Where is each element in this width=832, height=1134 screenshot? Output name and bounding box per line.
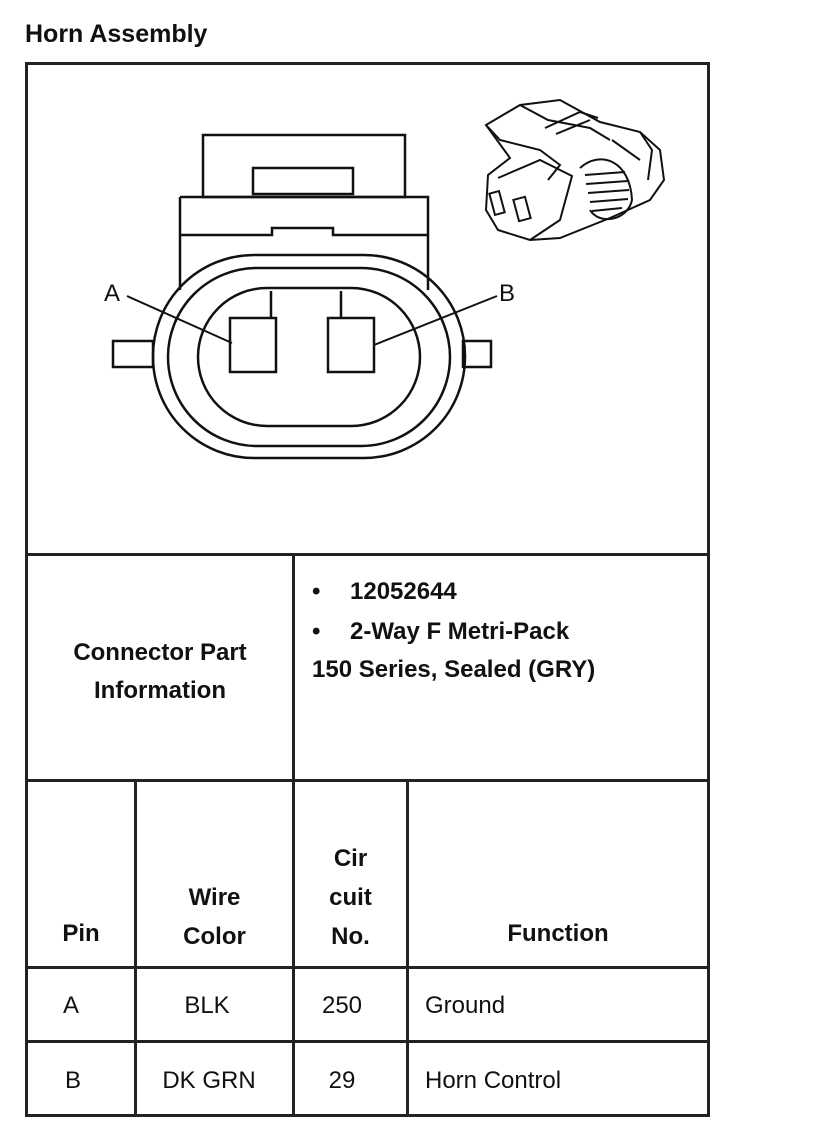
connector-3d-illustration [484,98,666,242]
bullet-icon: • [312,578,321,605]
divider [25,779,710,782]
header-pin: Pin [62,920,100,947]
header-wire-color-line1: Wire [188,884,241,911]
pin-a-label: A [104,280,120,307]
connector-info-label-line2: Information [94,677,226,704]
header-circuit-no: Cir cuit No. [295,839,406,956]
page-title: Horn Assembly [25,20,208,48]
row-b-circuit: 29 [328,1067,356,1094]
row-a-function: Ground [425,992,506,1019]
divider [292,553,295,1117]
row-b-pin: B [64,1067,81,1094]
divider [25,1040,710,1043]
divider [134,779,137,1117]
bullet-icon: • [312,618,321,645]
header-circuit-line3: No. [331,923,370,950]
pin-b-label: B [499,280,515,307]
header-wire-color-line2: Color [183,923,246,950]
connector-type-line2: 150 Series, Sealed (GRY) [312,656,596,683]
row-a-circuit: 250 [321,992,363,1019]
connector-info-label-line1: Connector Part [73,639,247,666]
row-a-pin: A [62,992,79,1019]
divider [25,966,710,969]
row-b-function: Horn Control [425,1067,562,1094]
row-a-wire-color: BLK [184,992,230,1019]
part-number: 12052644 [350,578,457,605]
header-circuit-line1: Cir [333,845,368,872]
connector-face-diagram: A B [104,98,666,460]
header-function: Function [507,920,609,947]
divider [25,553,710,556]
connector-table-frame [25,62,710,1117]
header-circuit-line2: cuit [329,884,372,911]
row-b-wire-color: DK GRN [162,1067,256,1094]
header-wire-color: Wire Color [137,878,292,956]
connector-info-label: Connector Part Information [28,634,292,710]
part-number-item: • 12052644 [312,578,457,606]
connector-type-line1: 2-Way F Metri-Pack [350,618,570,645]
connector-type-item: • 2-Way F Metri-Pack [312,618,569,646]
divider [406,779,409,1117]
